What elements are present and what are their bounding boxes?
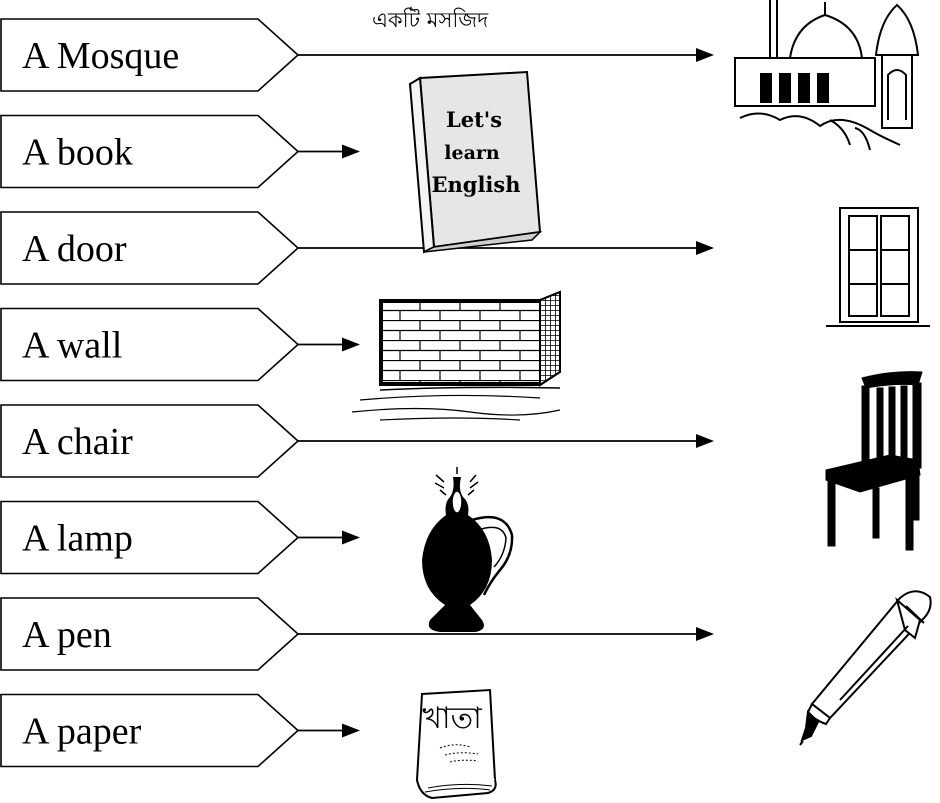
label-box (0, 500, 300, 575)
item-label: A lamp (22, 518, 133, 560)
label-box (0, 114, 300, 189)
book-title-line-3: English (431, 172, 520, 197)
translation-note: একটি মসজিদ (372, 7, 489, 32)
item-label: A Mosque (22, 35, 179, 77)
item-label: A door (22, 228, 127, 270)
item-label: A chair (22, 421, 133, 463)
item-label: A book (22, 132, 133, 174)
mosque-icon (734, 0, 920, 151)
label-box (0, 693, 300, 768)
label-box (0, 307, 300, 382)
item-label: A wall (22, 325, 122, 367)
arrow-head (696, 627, 714, 641)
label-box (0, 211, 300, 285)
arrow-head (342, 337, 360, 352)
arrow-head (342, 144, 360, 159)
arrow-head (696, 48, 714, 62)
book-title-line-2: learn (444, 142, 500, 164)
item-label: A pen (22, 614, 112, 656)
label-box (0, 18, 300, 92)
notebook-heading: খাতা (422, 701, 483, 736)
label-box (0, 404, 300, 478)
arrow-column (298, 48, 714, 738)
oil-lamp-icon (422, 467, 514, 632)
arrow-head (696, 434, 714, 448)
book-icon: Let's learn English (408, 70, 543, 254)
book-title-line-1: Let's (446, 107, 502, 132)
label-box (0, 597, 300, 671)
door-icon (826, 207, 930, 327)
notebook-icon: খাতা (415, 688, 497, 800)
item-label: A paper (22, 711, 142, 753)
arrow-head (342, 723, 360, 738)
arrow-head (342, 530, 360, 545)
arrow-head (696, 241, 714, 255)
pen-icon (799, 590, 932, 746)
label-column: A Mosque A book A door A wall A chair A lampA… (0, 18, 300, 768)
chair-icon (825, 371, 923, 551)
brick-wall-icon (351, 290, 561, 421)
